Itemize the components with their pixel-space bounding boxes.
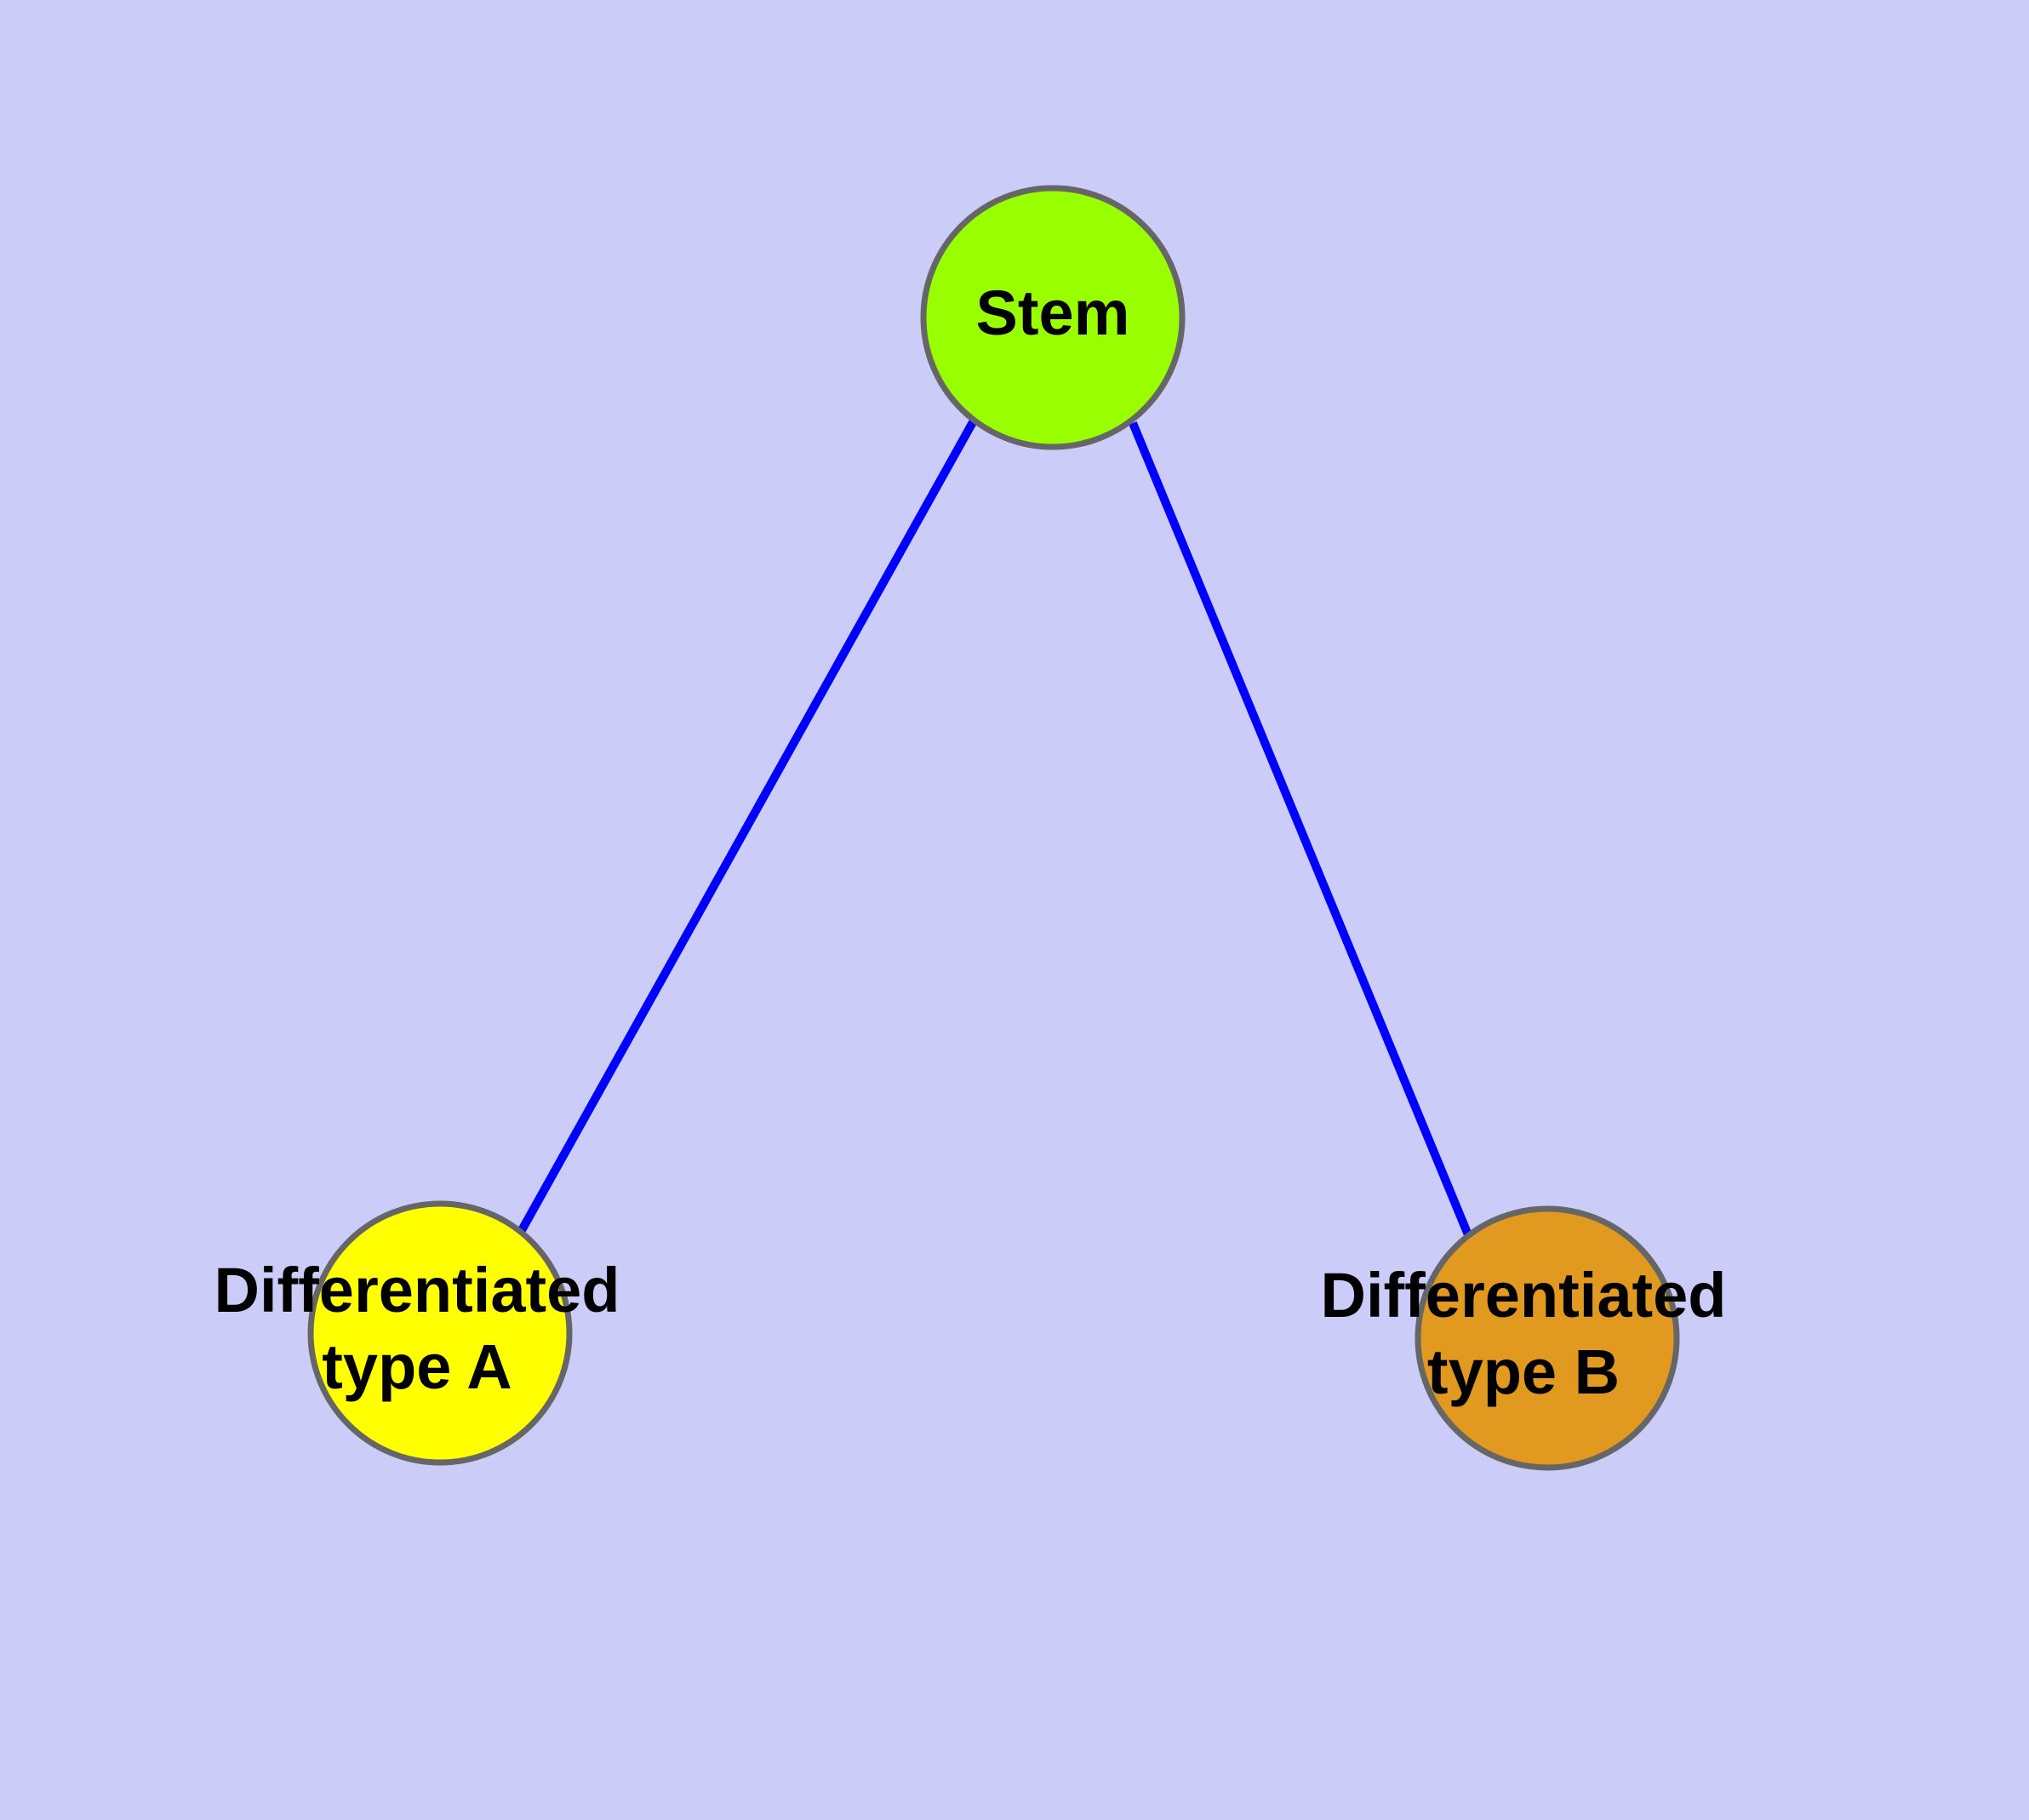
node-stem[interactable] <box>920 185 1186 450</box>
edge-stem-to-diff-b[interactable] <box>1129 421 1473 1239</box>
edge-stem-to-diff-a[interactable] <box>517 420 977 1234</box>
nodes-layer <box>307 185 1680 1471</box>
edges-layer <box>517 420 1473 1239</box>
node-diff-b[interactable] <box>1415 1205 1680 1471</box>
node-diff-a[interactable] <box>307 1200 573 1466</box>
